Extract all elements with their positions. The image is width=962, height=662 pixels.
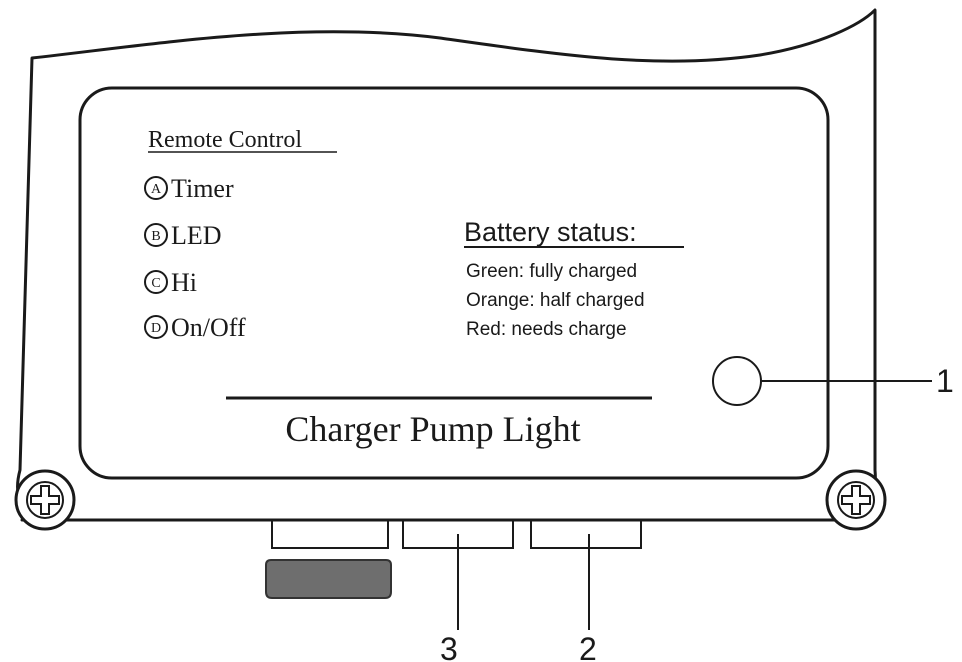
battery-status-red: Red: needs charge xyxy=(466,319,627,340)
battery-status-orange: Orange: half charged xyxy=(466,290,645,311)
remote-button-d-key: D xyxy=(151,321,161,336)
remote-button-c-label: Hi xyxy=(171,268,197,297)
battery-status-title: Battery status: xyxy=(464,217,637,247)
label-panel xyxy=(78,86,830,480)
battery-status-green: Green: fully charged xyxy=(466,261,637,282)
screw-left xyxy=(14,469,76,531)
remote-button-c-key: C xyxy=(151,276,160,291)
callout-1-number: 1 xyxy=(936,363,954,399)
remote-button-b-label: LED xyxy=(171,221,222,250)
callout-3-number: 3 xyxy=(440,631,458,662)
remote-button-d-label: On/Off xyxy=(171,313,246,342)
remote-button-a-key: A xyxy=(151,182,162,197)
battery-indicator-light xyxy=(712,356,762,406)
remote-button-a-label: Timer xyxy=(171,174,234,203)
charging-connector-housing xyxy=(271,519,389,549)
remote-button-b: B LED xyxy=(144,221,222,250)
remote-button-c: C Hi xyxy=(144,268,197,297)
charging-connector-plug xyxy=(265,559,392,599)
callout-2-number: 2 xyxy=(579,631,597,662)
screw-right xyxy=(825,469,887,531)
remote-button-d: D On/Off xyxy=(144,313,246,342)
port-right xyxy=(530,519,642,549)
device-label: Charger Pump Light xyxy=(285,409,580,449)
remote-control-title: Remote Control xyxy=(148,127,302,153)
remote-button-a: A Timer xyxy=(144,174,234,203)
remote-button-b-key: B xyxy=(151,229,160,244)
